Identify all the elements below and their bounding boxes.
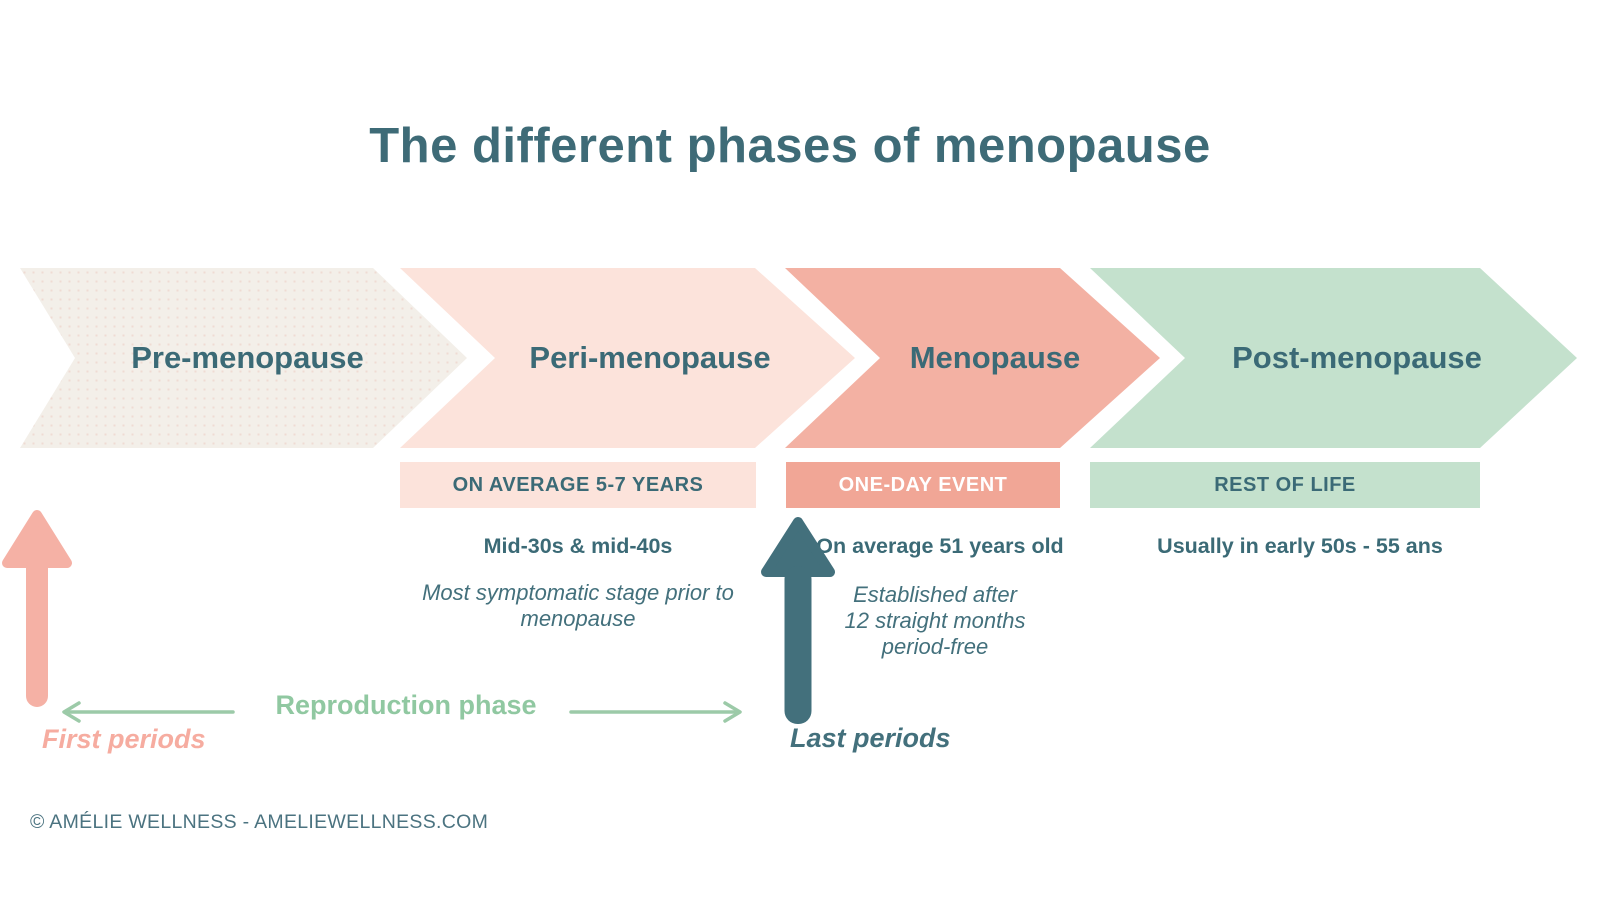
phase-label-peri-menopause: Peri-menopause	[529, 340, 771, 375]
note-line: Established after	[853, 582, 1017, 607]
phase-label-pre-menopause: Pre-menopause	[131, 340, 364, 375]
phase-chevron-pre-menopause: Pre-menopause	[20, 268, 467, 448]
first-periods-label: First periods	[42, 724, 206, 754]
note-line: period-free	[881, 633, 989, 659]
phase-chevron-post-menopause: Post-menopause	[1090, 268, 1577, 448]
reproduction-phase-label: Reproduction phase	[275, 690, 537, 720]
copyright-text: © AMÉLIE WELLNESS - AMELIEWELLNESS.COM	[30, 811, 489, 833]
duration-bar-post-menopause: REST OF LIFE	[1090, 462, 1480, 508]
note-line: menopause	[520, 605, 636, 631]
duration-bar-peri-menopause: ON AVERAGE 5-7 YEARS	[400, 462, 756, 508]
last-periods-label: Last periods	[790, 723, 951, 753]
note-text-peri-menopause: Most symptomatic stage prior to menopaus…	[398, 580, 758, 632]
phase-label-menopause: Menopause	[909, 340, 1081, 375]
age-text-post-menopause: Usually in early 50s - 55 ans	[1157, 534, 1443, 558]
duration-bar-menopause: ONE-DAY EVENT	[786, 462, 1060, 508]
page-title: The different phases of menopause	[369, 119, 1211, 173]
note-text-menopause: Established after 12 straight months per…	[810, 582, 1060, 660]
age-text-menopause: On average 51 years old	[816, 534, 1064, 558]
note-line: Most symptomatic stage prior to	[422, 580, 734, 605]
phase-label-post-menopause: Post-menopause	[1232, 340, 1482, 375]
first-periods-up-arrow-icon	[2, 510, 72, 707]
reproduction-left-arrow-icon	[62, 701, 235, 723]
phase-chevron-peri-menopause: Peri-menopause	[400, 268, 855, 448]
reproduction-right-arrow-icon	[569, 701, 742, 723]
age-text-peri-menopause: Mid-30s & mid-40s	[483, 534, 673, 558]
note-line: 12 straight months	[844, 607, 1026, 633]
last-periods-up-arrow-icon	[761, 517, 835, 724]
